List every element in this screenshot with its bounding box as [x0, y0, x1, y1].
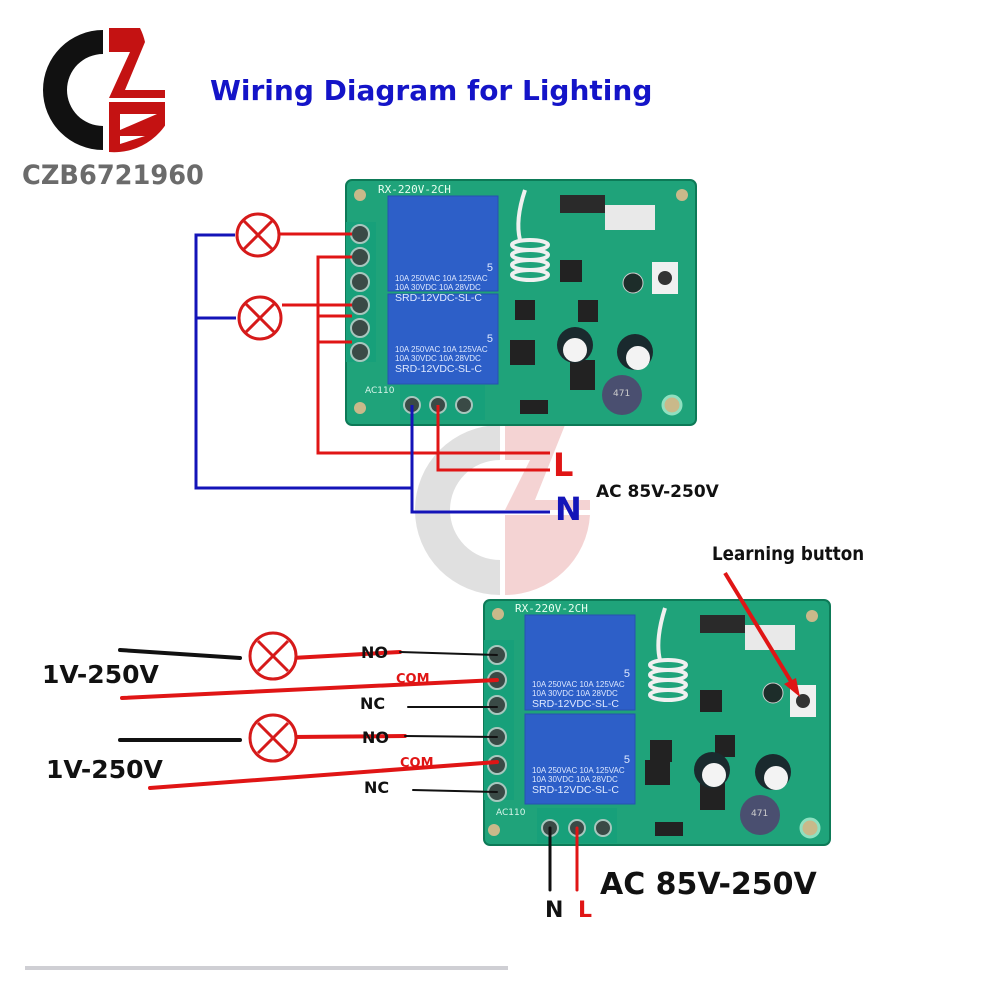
- ic-chip: [515, 300, 535, 320]
- wire-ch1-com: [120, 678, 499, 700]
- top-relay-2: [387, 293, 499, 385]
- receiver-module: [605, 205, 655, 230]
- learning-arrow: [723, 571, 797, 690]
- inductor: [602, 375, 642, 415]
- ic-chip: [645, 760, 670, 785]
- learning-button[interactable]: [796, 694, 810, 708]
- ic-chip: [560, 195, 605, 213]
- bottom-board-label: RX-220V-2CH: [515, 602, 588, 615]
- bottom-relay-2-text: 5 10A 250VAC 10A 125VAC 10A 30VDC 10A 28…: [532, 754, 630, 796]
- bottom-supply-label: AC 85V-250V: [600, 867, 817, 902]
- top-learning-button: [658, 271, 672, 285]
- ch1-com-label: COM: [396, 672, 430, 687]
- bottom-live-label: L: [578, 898, 593, 923]
- wire-neutral-main: [194, 233, 412, 490]
- mount-hole: [354, 402, 366, 414]
- top-relay-1: [387, 195, 499, 292]
- ic-chip: [570, 360, 595, 390]
- lamp-icon-3: [248, 631, 298, 681]
- ic-chip: [560, 260, 582, 282]
- learning-button-label: Learning button: [712, 543, 865, 565]
- mount-hole: [806, 610, 818, 622]
- logo-z-shape: [109, 28, 165, 98]
- ic-chip: [650, 740, 672, 762]
- terminal-screw: [350, 247, 370, 267]
- bottom-power-label: AC110: [496, 808, 526, 818]
- top-terminal-block: [346, 222, 376, 362]
- terminal-screw: [350, 295, 370, 315]
- bottom-wiring-diagram: [118, 571, 831, 892]
- ic-chip: [578, 300, 598, 322]
- inductor: [740, 795, 780, 835]
- bottom-inductor-label: 471: [751, 809, 769, 819]
- terminal-screw: [350, 342, 370, 362]
- logo-text: CZB6721960: [22, 160, 204, 191]
- transistor: [762, 682, 784, 704]
- mount-hole: [799, 817, 821, 839]
- terminal-screw: [350, 272, 370, 292]
- ch2-no-label: NO: [362, 728, 389, 747]
- wire-N-input: [410, 405, 550, 514]
- brand-logo: [43, 28, 165, 153]
- bottom-relay-1: [524, 614, 636, 711]
- transistor: [622, 272, 644, 294]
- mount-hole: [492, 608, 504, 620]
- wire-L-input: [436, 405, 550, 472]
- antenna-coil: [510, 189, 550, 282]
- top-supply-label: AC 85V-250V: [596, 482, 719, 502]
- terminal-screw: [350, 318, 370, 338]
- terminal-screw: [487, 755, 507, 775]
- ic-chip: [715, 735, 735, 757]
- wire-ch2-com: [148, 760, 499, 790]
- terminal-screw: [487, 695, 507, 715]
- lamp-icon-1: [235, 212, 281, 258]
- wire-ch2-no: [404, 735, 498, 738]
- diagram-title: Wiring Diagram for Lighting: [210, 74, 653, 107]
- resistor: [520, 400, 548, 414]
- ch1-no-label: NO: [361, 643, 388, 662]
- ch2-nc-label: NC: [364, 778, 390, 797]
- logo-b-shape: [109, 102, 165, 153]
- top-inductor-label: 471: [613, 389, 631, 399]
- bottom-relay-1-text: 5 10A 250VAC 10A 125VAC 10A 30VDC 10A 28…: [532, 668, 630, 710]
- mount-hole: [354, 189, 366, 201]
- lamp-icon-2: [237, 295, 283, 341]
- wire-live-main: [316, 255, 550, 455]
- ch1-nc-label: NC: [360, 694, 386, 713]
- ic-chip: [510, 340, 535, 365]
- wire-ch2-nc: [412, 789, 498, 793]
- arrow-head-icon: [784, 678, 800, 697]
- terminal-screw: [594, 819, 612, 837]
- top-relay-1-text: 5 10A 250VAC 10A 125VAC 10A 30VDC 10A 28…: [395, 262, 493, 304]
- mount-hole: [488, 824, 500, 836]
- wire-ch1-no: [399, 651, 498, 656]
- lamp-icon-4: [248, 713, 298, 763]
- ch2-com-label: COM: [400, 756, 434, 771]
- top-neutral-label: N: [555, 490, 582, 528]
- top-board-label: RX-220V-2CH: [378, 183, 451, 196]
- resistor: [655, 822, 683, 836]
- ch1-voltage-label: 1V-250V: [42, 660, 159, 689]
- ic-chip: [700, 615, 745, 633]
- mount-hole: [661, 394, 683, 416]
- ic-chip: [700, 690, 722, 712]
- divider-line: [25, 966, 508, 970]
- mount-hole: [676, 189, 688, 201]
- antenna-coil: [648, 607, 688, 702]
- bottom-neutral-label: N: [545, 898, 564, 923]
- wire-ch2-no-red: [290, 734, 407, 739]
- terminal-screw: [455, 396, 473, 414]
- ch2-voltage-label: 1V-250V: [46, 755, 163, 784]
- wire-ch1-black: [118, 648, 242, 660]
- top-relay-2-text: 5 10A 250VAC 10A 125VAC 10A 30VDC 10A 28…: [395, 333, 493, 375]
- logo-c-shape: [43, 30, 103, 150]
- top-live-label: L: [553, 446, 574, 484]
- watermark-logo: [415, 425, 590, 596]
- wire-ch1-no-red: [290, 650, 402, 660]
- terminal-screw: [350, 224, 370, 244]
- top-power-label: AC110: [365, 386, 395, 396]
- top-wiring-diagram: [194, 179, 697, 514]
- bottom-relay-2: [524, 713, 636, 805]
